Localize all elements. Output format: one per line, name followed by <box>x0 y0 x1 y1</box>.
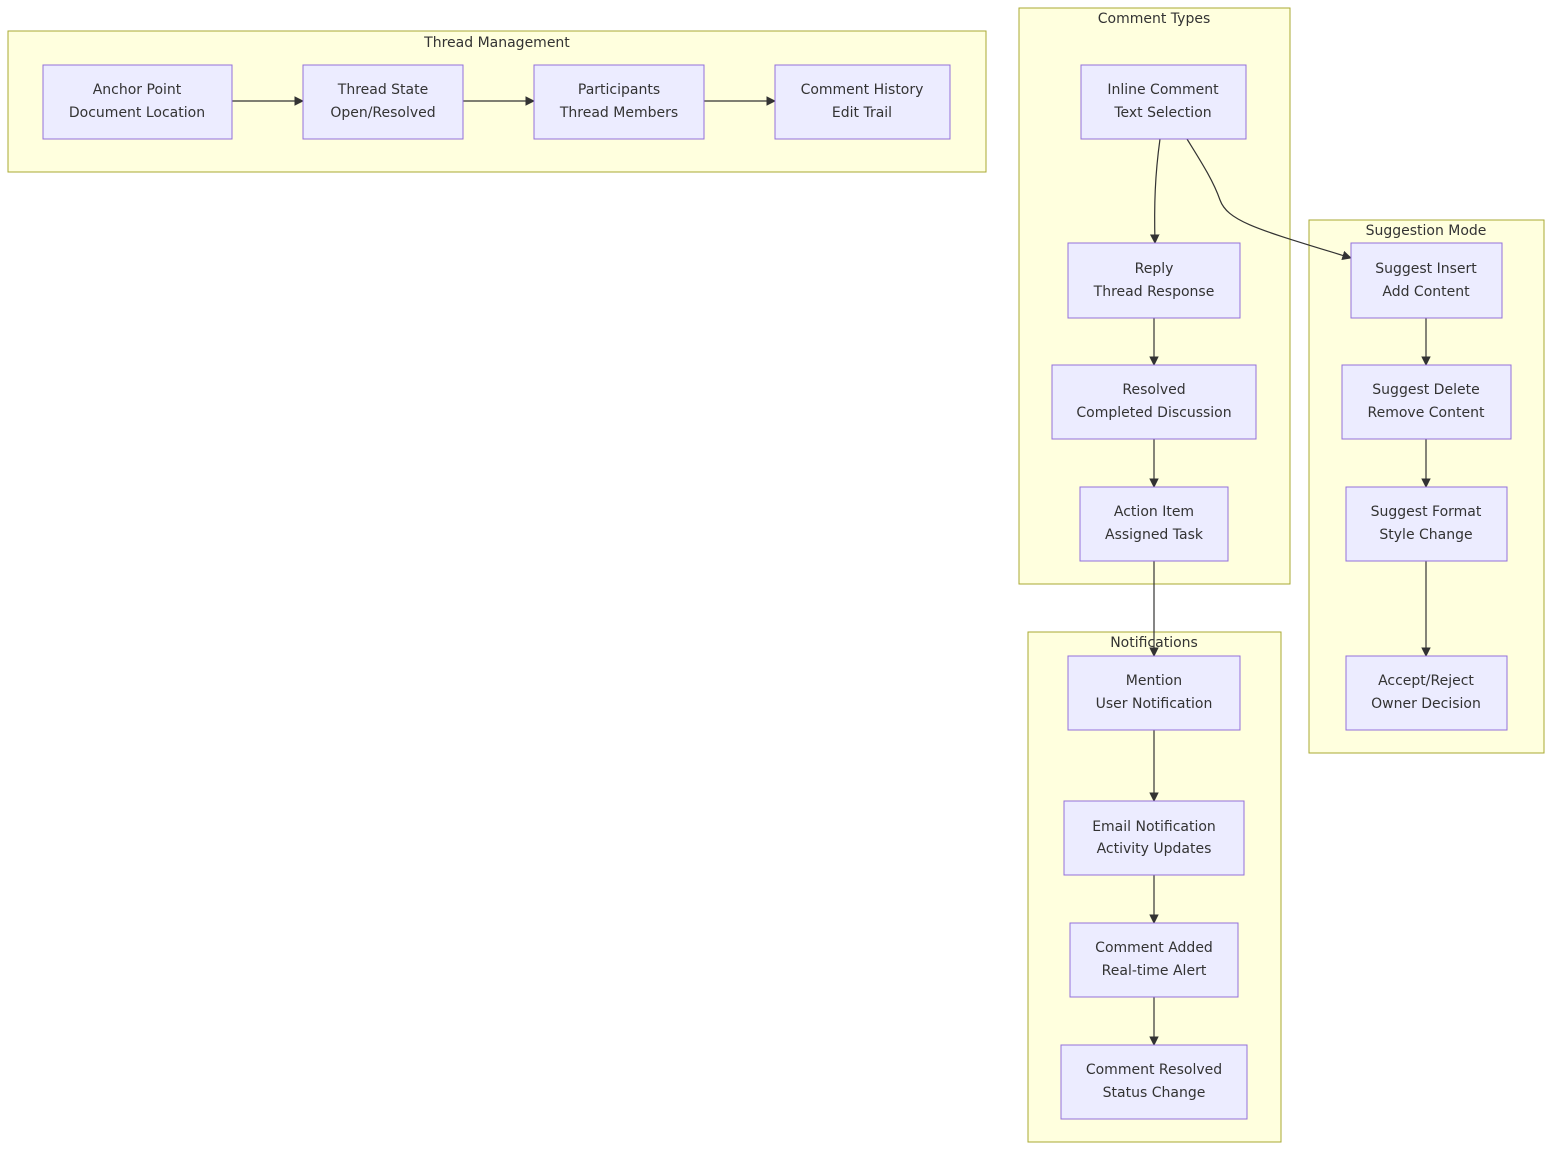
node-thread-state[interactable]: Thread State Open/Resolved <box>302 64 464 140</box>
group-suggestion-mode-title: Suggestion Mode <box>1366 223 1487 239</box>
node-participants-subtitle: Thread Members <box>559 105 678 121</box>
node-inline-comment-title: Inline Comment <box>1107 82 1219 98</box>
node-email-notification[interactable]: Email Notification Activity Updates <box>1063 800 1245 876</box>
node-anchor-point[interactable]: Anchor Point Document Location <box>42 64 233 140</box>
node-mention[interactable]: Mention User Notification <box>1067 655 1241 731</box>
edges <box>232 96 1431 1046</box>
node-action-item-subtitle: Assigned Task <box>1105 527 1204 543</box>
node-comment-resolved-title: Comment Resolved <box>1086 1062 1222 1078</box>
node-comment-history-subtitle: Edit Trail <box>832 105 892 121</box>
node-participants-title: Participants <box>578 82 660 98</box>
node-comment-resolved-subtitle: Status Change <box>1103 1085 1206 1101</box>
group-comment-types-title: Comment Types <box>1098 11 1211 27</box>
edge-inline-to-insert <box>1186 138 1352 261</box>
node-comment-added-title: Comment Added <box>1095 940 1213 956</box>
node-anchor-point-subtitle: Document Location <box>69 105 205 121</box>
node-suggest-delete-subtitle: Remove Content <box>1368 405 1485 421</box>
node-reply-subtitle: Thread Response <box>1093 284 1215 300</box>
group-thread-management-title: Thread Management <box>423 35 570 51</box>
node-email-notification-title: Email Notification <box>1092 819 1216 835</box>
node-accept-reject-subtitle: Owner Decision <box>1371 696 1481 712</box>
node-suggest-format-subtitle: Style Change <box>1379 527 1472 543</box>
node-comment-added-subtitle: Real-time Alert <box>1102 963 1207 979</box>
node-resolved-subtitle: Completed Discussion <box>1076 405 1231 421</box>
node-thread-state-title: Thread State <box>337 82 428 98</box>
node-participants[interactable]: Participants Thread Members <box>533 64 705 140</box>
node-suggest-insert[interactable]: Suggest Insert Add Content <box>1350 242 1503 319</box>
node-anchor-point-title: Anchor Point <box>93 82 182 98</box>
node-action-item[interactable]: Action Item Assigned Task <box>1079 486 1229 562</box>
node-resolved-title: Resolved <box>1122 382 1185 398</box>
node-comment-resolved[interactable]: Comment Resolved Status Change <box>1060 1044 1248 1120</box>
node-suggest-insert-subtitle: Add Content <box>1382 284 1470 300</box>
node-accept-reject-title: Accept/Reject <box>1378 673 1474 689</box>
node-comment-history[interactable]: Comment History Edit Trail <box>774 64 951 140</box>
node-action-item-title: Action Item <box>1114 504 1194 520</box>
node-resolved[interactable]: Resolved Completed Discussion <box>1051 364 1257 440</box>
node-reply-title: Reply <box>1135 261 1174 277</box>
node-accept-reject[interactable]: Accept/Reject Owner Decision <box>1345 655 1508 731</box>
node-reply[interactable]: Reply Thread Response <box>1067 242 1241 319</box>
node-inline-comment[interactable]: Inline Comment Text Selection <box>1080 64 1247 140</box>
node-suggest-delete[interactable]: Suggest Delete Remove Content <box>1341 364 1512 440</box>
node-thread-state-subtitle: Open/Resolved <box>330 105 435 121</box>
node-suggest-delete-title: Suggest Delete <box>1372 382 1479 398</box>
node-inline-comment-subtitle: Text Selection <box>1113 105 1211 121</box>
node-suggest-format-title: Suggest Format <box>1371 504 1482 520</box>
node-email-notification-subtitle: Activity Updates <box>1097 841 1212 857</box>
node-suggest-insert-title: Suggest Insert <box>1375 261 1477 277</box>
node-mention-subtitle: User Notification <box>1096 696 1213 712</box>
node-suggest-format[interactable]: Suggest Format Style Change <box>1345 486 1508 562</box>
edge-inline-to-reply <box>1149 138 1161 244</box>
node-mention-title: Mention <box>1126 673 1182 689</box>
node-comment-added[interactable]: Comment Added Real-time Alert <box>1069 922 1239 998</box>
node-comment-history-title: Comment History <box>801 82 924 98</box>
